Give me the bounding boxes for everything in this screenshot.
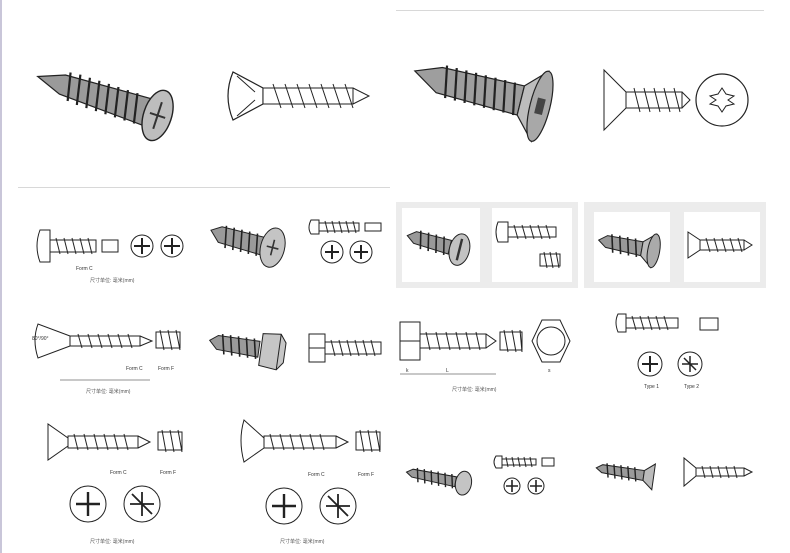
image-tile-hero-3[interactable] <box>400 20 580 180</box>
form-c-label: Form C <box>76 266 93 272</box>
angle-label: 80°/90° <box>32 336 49 342</box>
drawing-pan-phillips <box>36 229 184 263</box>
screw-oval-phillips-image <box>36 72 174 142</box>
screw-pan-phillips-image <box>210 225 286 268</box>
drawing-caption: 尺寸单位: 毫米(mm) <box>86 389 131 395</box>
screw-hex-head-image <box>208 333 287 371</box>
image-tile-drawing-oval-csk-forms[interactable]: Form C Form F 尺寸单位: 毫米(mm) <box>234 410 388 550</box>
slotted-csk-drawing-panel <box>684 212 760 282</box>
type-2-label: Type 2 <box>684 384 700 390</box>
screw-slotted-csk-image <box>597 233 661 269</box>
slotted-pan-photo-panel <box>402 208 480 282</box>
drawing-caption: 尺寸单位: 毫米(mm) <box>280 539 325 545</box>
drawing-oval-csk-phillips-forms <box>240 419 381 525</box>
form-f-label: Form F <box>160 470 177 476</box>
form-c-label: Form C <box>110 470 127 476</box>
slotted-csk-photo-panel <box>594 212 670 282</box>
form-f-label: Form F <box>158 366 175 372</box>
drawing-slotted-csk <box>687 231 753 259</box>
image-tile-pan-types[interactable]: Type 1 Type 2 <box>610 300 730 400</box>
separator-mid-left <box>18 187 390 188</box>
drawing-oval-csk-forms <box>34 323 181 381</box>
dim-k-label: k <box>406 368 409 374</box>
image-tile-pan-phillips-3d[interactable] <box>205 208 295 278</box>
image-tile-hex-3d[interactable] <box>205 318 295 378</box>
type-1-label: Type 1 <box>644 384 660 390</box>
screw-flat-torx-image <box>413 65 554 143</box>
dim-l-label: L <box>446 368 449 374</box>
image-tile-slotted-csk-set[interactable] <box>584 202 766 288</box>
separator-top-right <box>396 10 764 11</box>
drawing-csk-phillips-forms <box>47 423 183 523</box>
image-tile-drawing-pan-cross[interactable] <box>305 212 390 270</box>
image-tile-pan-phillips-small[interactable] <box>400 448 580 508</box>
screw-flat-torx-drawing <box>603 68 749 132</box>
left-border <box>0 0 2 553</box>
image-tile-drawing-csk-forms[interactable]: Form C Form F 尺寸单位: 毫米(mm) <box>40 410 190 550</box>
image-tile-slotted-pan-set[interactable] <box>396 202 578 288</box>
form-f-label: Form F <box>358 472 375 478</box>
drawing-hex-head <box>308 333 382 363</box>
drawing-pan-cross <box>308 219 382 264</box>
image-tile-hero-2[interactable] <box>215 20 385 180</box>
drawing-caption: 尺寸单位: 毫米(mm) <box>452 387 497 393</box>
image-tile-hero-1[interactable] <box>20 20 200 180</box>
image-tile-csk-pair[interactable] <box>592 448 772 498</box>
image-tile-drawing-pan-phillips[interactable]: Form C 尺寸单位: 毫米(mm) <box>30 208 190 288</box>
drawing-hex-dimensioned <box>399 319 571 375</box>
drawing-pan-type1-type2 <box>615 313 719 377</box>
form-c-label: Form C <box>308 472 325 478</box>
drawing-caption: 尺寸单位: 毫米(mm) <box>90 539 135 545</box>
image-tile-hex-drawing[interactable] <box>305 322 390 374</box>
drawing-caption: 尺寸单位: 毫米(mm) <box>90 278 135 284</box>
screw-pan-phillips-set <box>405 455 555 496</box>
screw-oval-slotted-drawing <box>227 71 371 121</box>
screw-slotted-pan-image <box>406 230 471 266</box>
dim-s-label: s <box>548 368 551 374</box>
slotted-pan-drawing-panel <box>492 208 572 282</box>
drawing-slotted-pan <box>495 221 561 269</box>
image-tile-drawing-oval-csk[interactable]: 80°/90° Form C Form F 尺寸单位: 毫米(mm) <box>30 302 190 398</box>
image-tile-hero-4[interactable] <box>590 20 770 180</box>
image-tile-hex-dimensioned[interactable]: L k s 尺寸单位: 毫米(mm) <box>396 300 578 400</box>
screw-csk-photo-and-drawing <box>595 456 754 491</box>
form-c-label: Form C <box>126 366 143 372</box>
